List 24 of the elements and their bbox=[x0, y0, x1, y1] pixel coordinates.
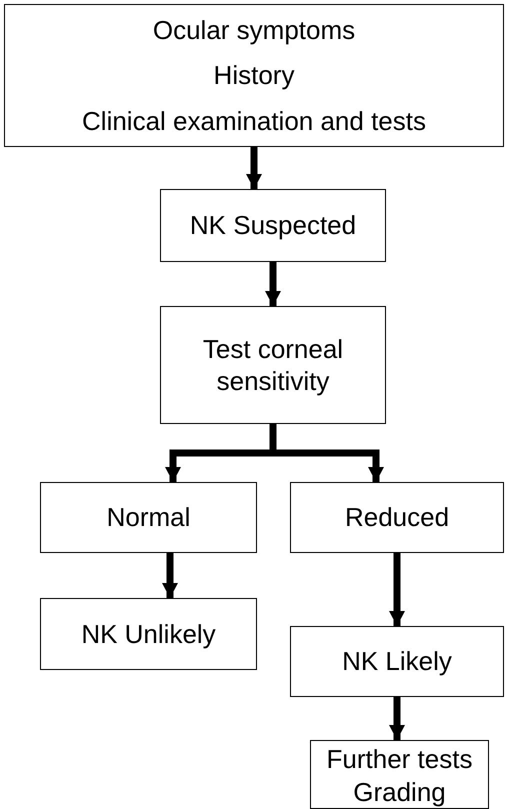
arrow bbox=[246, 147, 262, 189]
box-text: NK Likely bbox=[342, 645, 452, 678]
process-box bbox=[290, 482, 504, 553]
box-text: Grading bbox=[353, 776, 446, 808]
box-text: Ocular symptoms bbox=[152, 14, 356, 46]
process-box bbox=[40, 482, 257, 553]
arrow bbox=[389, 697, 405, 740]
box-text: Reduced bbox=[344, 501, 450, 534]
arrow bbox=[162, 553, 178, 598]
box-text: Clinical examination and tests bbox=[82, 104, 426, 138]
box-text: NK Unlikely bbox=[81, 618, 216, 650]
arrow bbox=[265, 262, 281, 306]
box-text: Normal bbox=[106, 501, 190, 534]
process-box bbox=[310, 740, 489, 809]
box-text: Further tests bbox=[326, 743, 472, 776]
arrow bbox=[389, 553, 405, 626]
box-text: Test corneal sensitivity bbox=[202, 332, 344, 398]
process-box bbox=[290, 626, 504, 697]
process-box bbox=[160, 189, 386, 262]
box-text: NK Suspected bbox=[190, 209, 356, 242]
process-box bbox=[40, 598, 257, 670]
process-box bbox=[4, 4, 504, 147]
process-box bbox=[160, 306, 386, 424]
box-text: History bbox=[214, 59, 294, 92]
